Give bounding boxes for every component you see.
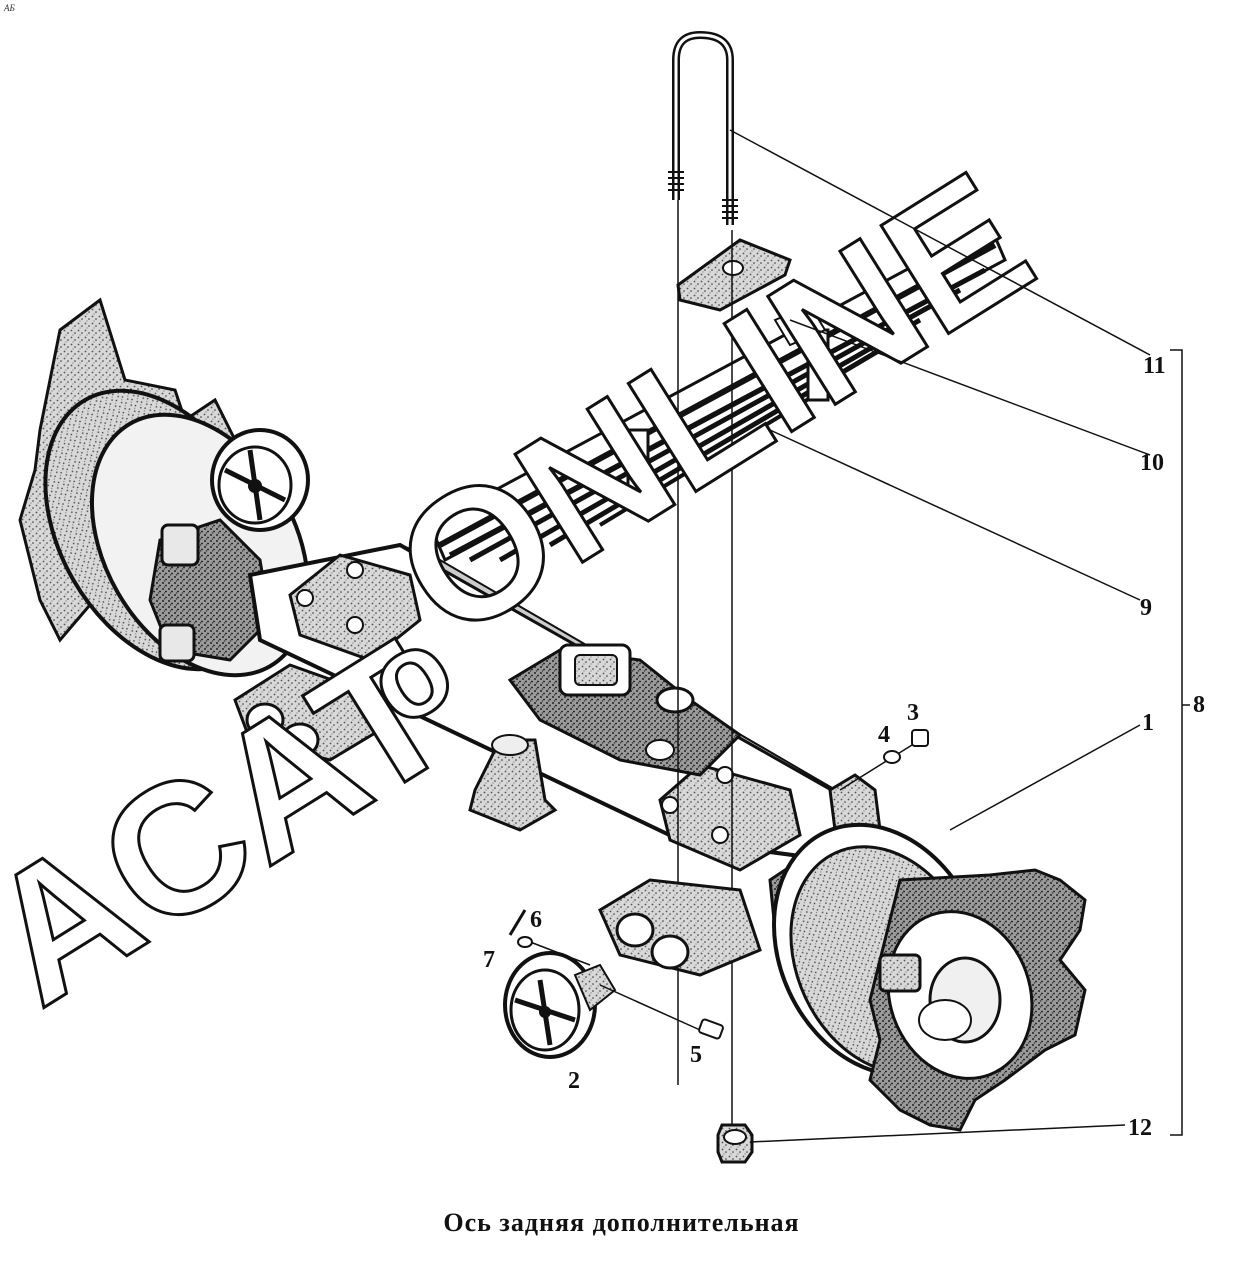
watermark-part2: ONLINE	[362, 134, 1064, 679]
callout-7: 7	[483, 947, 495, 973]
left-wheel-hub	[18, 297, 311, 678]
pin-6-7	[508, 909, 591, 966]
callout-1: 1	[1142, 710, 1154, 736]
callout-9: 9	[1140, 595, 1152, 621]
callout-4: 4	[878, 722, 890, 748]
nut-3-washer-4	[839, 729, 929, 791]
callout-8: 8	[1193, 692, 1205, 718]
callout-11: 11	[1143, 353, 1166, 379]
leader-lines	[729, 129, 1190, 1143]
leaf-spring	[428, 222, 1007, 563]
callout-6: 6	[530, 907, 542, 933]
nut-12	[716, 1123, 754, 1164]
axle-beam	[233, 542, 871, 872]
bolt-5	[599, 984, 724, 1040]
callout-10: 10	[1140, 450, 1164, 476]
right-wheel-hub	[598, 773, 1087, 1132]
corner-mark: АБ	[3, 3, 15, 13]
callout-2: 2	[568, 1068, 580, 1094]
callout-12: 12	[1128, 1115, 1152, 1141]
callout-5: 5	[690, 1042, 702, 1068]
callout-3: 3	[907, 700, 919, 726]
brake-chamber-2	[503, 951, 617, 1059]
diagram-caption: Ось задняя дополнительная	[443, 1208, 800, 1237]
